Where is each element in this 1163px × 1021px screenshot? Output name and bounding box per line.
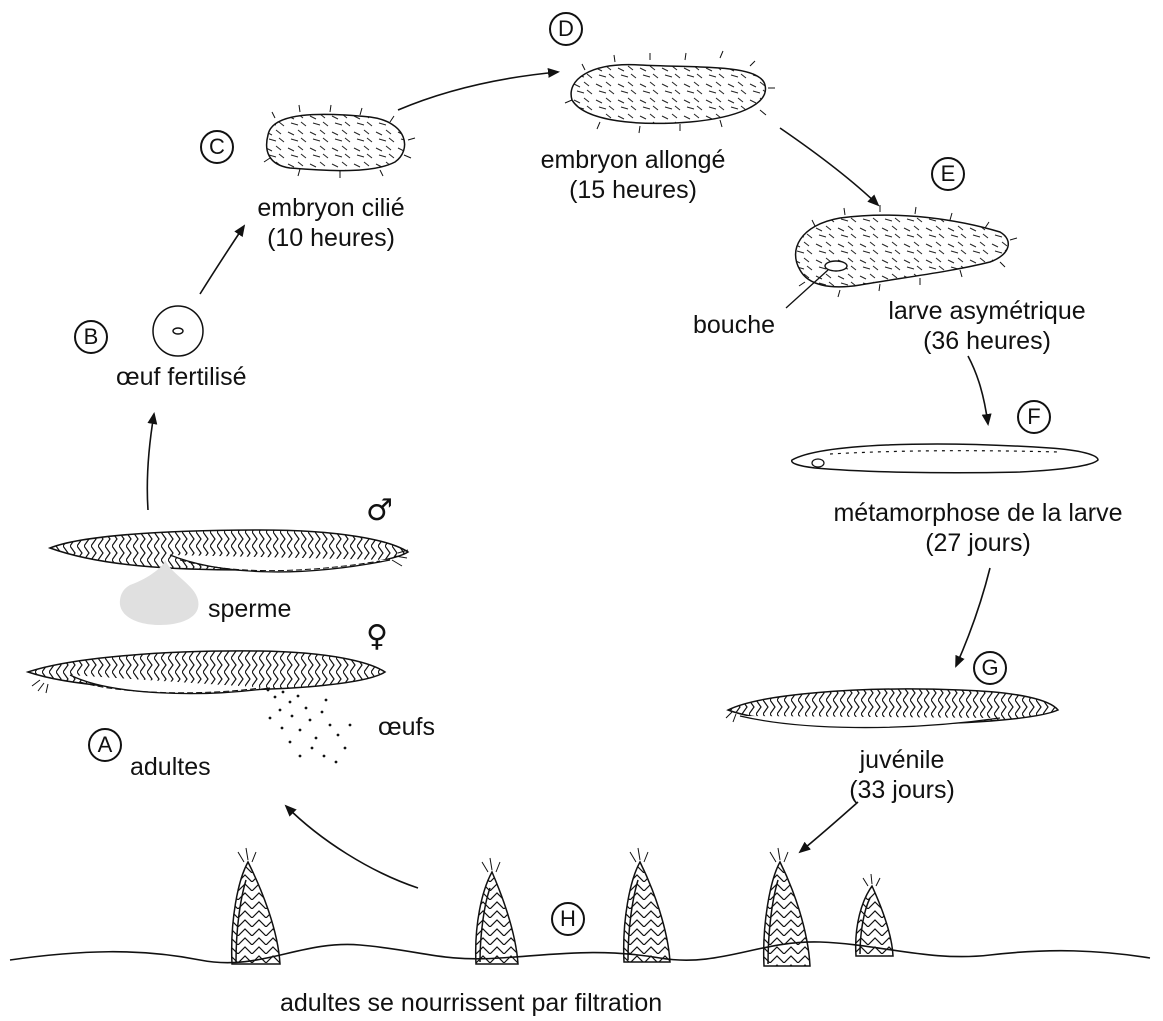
label-juvenile-time: (33 jours) [832,775,972,805]
label-juvenile-name: juvénile [832,745,972,775]
label-fertilized-egg: œuf fertilisé [116,362,247,392]
label-elongated-embryo: embryon allongé (15 heures) [515,145,751,205]
burrowed-adult-3 [624,848,670,962]
eggs-dots [267,689,352,764]
elongated-embryo [565,51,775,133]
label-juvenile: juvénile (33 jours) [832,745,972,805]
larva-mouth [825,261,847,271]
female-symbol: ♀ [366,622,388,652]
label-ciliated-embryo: embryon cilié (10 heures) [236,193,426,253]
label-elongated-embryo-time: (15 heures) [515,175,751,205]
arrow-c-to-d [398,72,558,110]
label-ciliated-embryo-name: embryon cilié [236,193,426,223]
arrow-g-to-h [800,802,858,852]
label-metamorphosis-time: (27 jours) [800,528,1156,558]
label-metamorphosis-name: métamorphose de la larve [800,498,1156,528]
label-sperm: sperme [208,594,291,624]
arrow-e-to-f [968,356,988,424]
arrow-d-to-e [780,128,878,205]
female-adult [28,651,385,763]
label-asymmetric-larva-name: larve asymétrique [862,296,1112,326]
label-filter-feeding: adultes se nourrissent par filtration [280,988,662,1018]
burrowed-adult-2 [476,858,518,964]
juvenile [726,689,1058,728]
stage-letter-e: E [931,157,965,191]
ciliated-embryo [264,105,415,178]
stage-letter-b: B [74,320,108,354]
label-metamorphosis: métamorphose de la larve (27 jours) [800,498,1156,558]
burrowed-adult-5 [856,874,893,956]
stage-letter-c: C [200,130,234,164]
burrowed-adult-1 [232,848,280,964]
stage-letter-d: D [549,12,583,46]
sperm-cloud [120,560,199,625]
asymmetric-larva [786,205,1017,308]
burrowed-adult-4 [764,848,810,966]
label-eggs: œufs [378,712,435,742]
arrow-h-to-a [286,806,418,888]
male-symbol: ♂ [366,496,393,526]
stage-letter-f: F [1017,400,1051,434]
label-asymmetric-larva: larve asymétrique (36 heures) [862,296,1112,356]
label-ciliated-embryo-time: (10 heures) [236,223,426,253]
arrow-a-to-b [147,414,154,510]
stage-letter-h: H [551,902,585,936]
stage-letter-g: G [973,651,1007,685]
metamorphosing-larva [792,444,1098,473]
label-elongated-embryo-name: embryon allongé [515,145,751,175]
label-adults: adultes [130,752,211,782]
label-asymmetric-larva-time: (36 heures) [862,326,1112,356]
stage-letter-a: A [88,728,122,762]
sea-floor [10,942,1150,963]
fertilized-egg [153,306,203,356]
label-mouth: bouche [693,310,775,340]
